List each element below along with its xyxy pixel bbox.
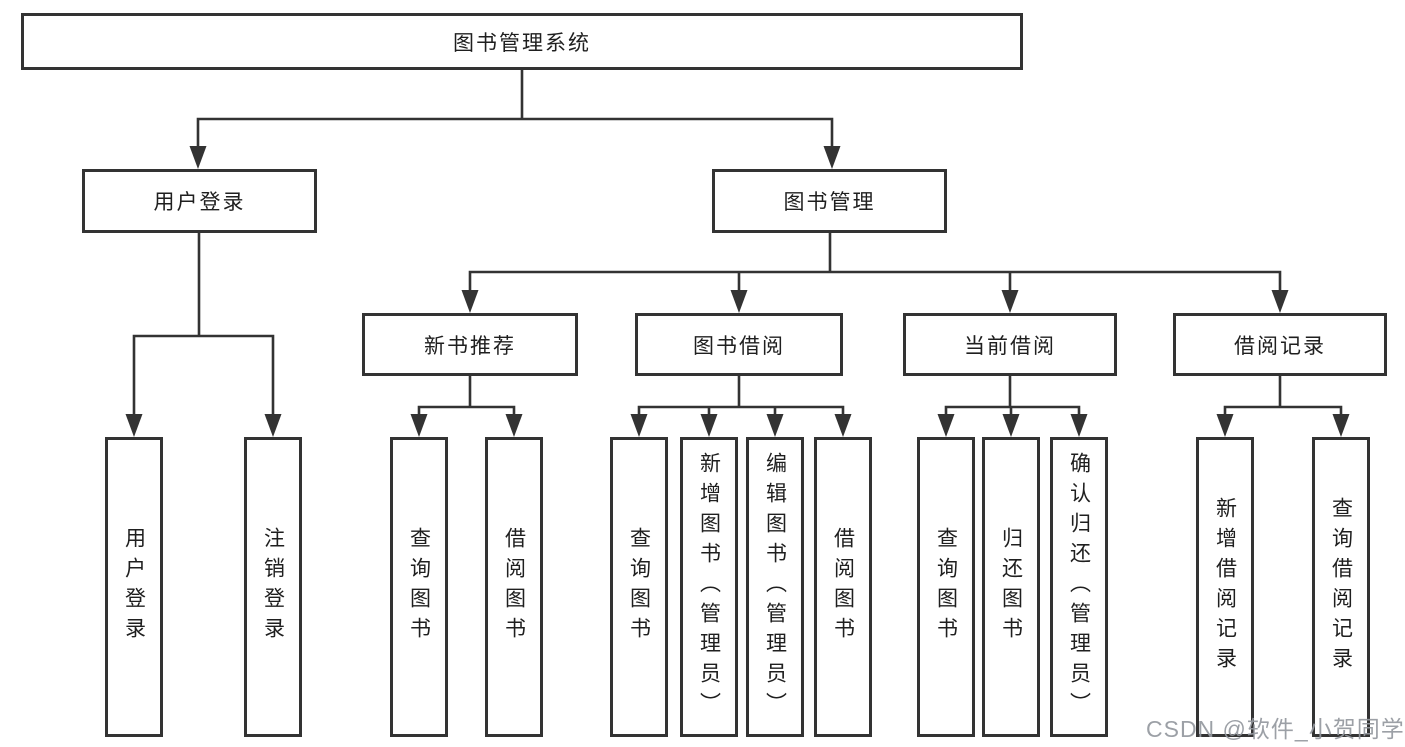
connector-path <box>132 68 1343 421</box>
leaf-user-login: 用户登录 <box>105 437 163 737</box>
node-label: 图书借阅 <box>693 334 785 358</box>
node-borrowing-records: 借阅记录 <box>1173 313 1387 376</box>
node-label: 注销登录 <box>261 527 285 647</box>
arrow-down-icon <box>1001 290 1019 313</box>
arrow-down-icon <box>1070 414 1088 437</box>
arrow-down-icon <box>937 414 955 437</box>
leaf-newbooks-query-books: 查询图书 <box>390 437 448 737</box>
leaf-borrowing-add-books-admin: 新增图书（管理员） <box>680 437 738 737</box>
arrow-down-icon <box>730 290 748 313</box>
arrow-down-icon <box>1271 290 1289 313</box>
node-library-management-system: 图书管理系统 <box>21 13 1023 70</box>
leaf-current-return-books: 归还图书 <box>982 437 1040 737</box>
leaf-current-confirm-return-admin: 确认归还（管理员） <box>1050 437 1108 737</box>
node-new-book-recommendation: 新书推荐 <box>362 313 578 376</box>
arrowheads-group <box>125 146 1350 437</box>
node-label: 新书推荐 <box>424 334 516 358</box>
arrow-down-icon <box>189 146 207 169</box>
leaf-borrowing-query-books: 查询图书 <box>610 437 668 737</box>
node-label: 新增借阅记录 <box>1213 497 1237 677</box>
arrow-down-icon <box>264 414 282 437</box>
csdn-watermark: CSDN @软件_小贺同学 <box>1146 716 1405 742</box>
node-label: 确认归还（管理员） <box>1067 452 1091 722</box>
arrow-down-icon <box>461 290 479 313</box>
node-label: 查询图书 <box>407 527 431 647</box>
node-book-management-branch: 图书管理 <box>712 169 947 233</box>
arrow-down-icon <box>1002 414 1020 437</box>
node-label: 借阅图书 <box>502 527 526 647</box>
node-current-borrowing: 当前借阅 <box>903 313 1117 376</box>
arrow-down-icon <box>410 414 428 437</box>
node-label: 查询图书 <box>934 527 958 647</box>
leaf-records-add-record: 新增借阅记录 <box>1196 437 1254 737</box>
arrow-down-icon <box>630 414 648 437</box>
node-label: 借阅记录 <box>1234 334 1326 358</box>
node-label: 图书管理 <box>783 191 876 214</box>
arrow-down-icon <box>1216 414 1234 437</box>
arrow-down-icon <box>125 414 143 437</box>
leaf-newbooks-borrow-books: 借阅图书 <box>485 437 543 737</box>
arrow-down-icon <box>505 414 523 437</box>
node-user-login-branch: 用户登录 <box>82 169 317 233</box>
node-label: 借阅图书 <box>831 527 855 647</box>
node-label: 查询借阅记录 <box>1329 497 1353 677</box>
node-label: 图书管理系统 <box>453 31 591 55</box>
node-label: 新增图书（管理员） <box>697 452 721 722</box>
node-label: 编辑图书（管理员） <box>763 452 787 722</box>
node-label: 用户登录 <box>153 191 246 214</box>
arrow-down-icon <box>1332 414 1350 437</box>
node-label: 查询图书 <box>627 527 651 647</box>
node-label: 用户登录 <box>122 527 146 647</box>
node-book-borrowing: 图书借阅 <box>635 313 843 376</box>
leaf-current-query-books: 查询图书 <box>917 437 975 737</box>
arrow-down-icon <box>700 414 718 437</box>
arrow-down-icon <box>766 414 784 437</box>
arrow-down-icon <box>834 414 852 437</box>
node-label: 当前借阅 <box>964 334 1056 358</box>
node-label: 归还图书 <box>999 527 1023 647</box>
leaf-logout: 注销登录 <box>244 437 302 737</box>
leaf-borrowing-edit-books-admin: 编辑图书（管理员） <box>746 437 804 737</box>
arrow-down-icon <box>823 146 841 169</box>
leaf-borrowing-borrow-books: 借阅图书 <box>814 437 872 737</box>
leaf-records-query-record: 查询借阅记录 <box>1312 437 1370 737</box>
